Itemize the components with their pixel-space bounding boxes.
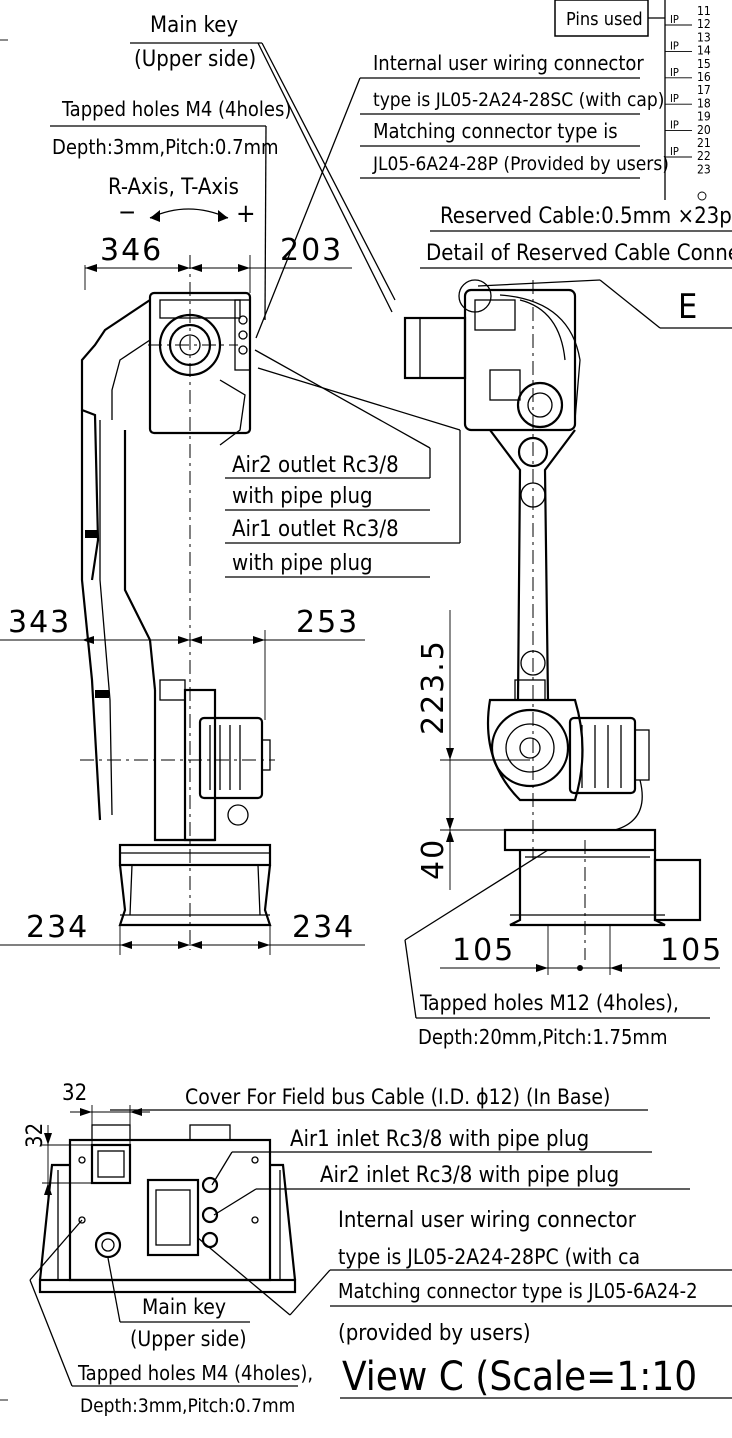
- ground-icon: [697, 191, 707, 201]
- reserved-cable-callout: Reserved Cable:0.5mm ×23pins Detail of R…: [420, 204, 732, 329]
- pin-ip-label: IP: [670, 66, 679, 79]
- pin-number: 23: [697, 162, 711, 176]
- dim-32: 32 32: [23, 1081, 150, 1200]
- view-c-title: View C (Scale=1:10: [342, 1354, 697, 1400]
- dim-203: 203: [280, 233, 343, 268]
- pin-number: 19: [697, 110, 711, 124]
- pin-number: 20: [697, 123, 711, 137]
- air-outlet-callouts: Air2 outlet Rc3/8 with pipe plug Air1 ou…: [225, 349, 461, 578]
- air1-outlet-1: Air1 outlet Rc3/8: [232, 517, 399, 542]
- dim-223-5: 223.5: [416, 639, 451, 735]
- pin-number: 13: [697, 30, 711, 44]
- reserved-cable-label: Reserved Cable:0.5mm ×23pins: [440, 204, 732, 229]
- pin-ip-label: IP: [670, 145, 679, 158]
- dim-346-203: 346 203: [84, 233, 352, 293]
- dim-40: 40: [416, 838, 451, 880]
- dim-346: 346: [100, 233, 163, 268]
- air1-outlet-2: with pipe plug: [232, 551, 373, 576]
- main-key-top-sublabel: (Upper side): [134, 47, 256, 72]
- int-conn-bot-1: Internal user wiring connector: [338, 1208, 637, 1233]
- tapped-m4-top-sublabel: Depth:3mm,Pitch:0.7mm: [52, 135, 279, 159]
- view-c-callouts: Cover For Field bus Cable (I.D. ϕ12) (In…: [29, 1085, 732, 1417]
- air2-inlet-label: Air2 inlet Rc3/8 with pipe plug: [320, 1163, 619, 1188]
- dim-105: 105 105: [440, 925, 723, 975]
- int-conn-top-4: JL05-6A24-28P (Provided by users): [372, 153, 669, 175]
- detail-reserved-label: Detail of Reserved Cable Connector: [426, 241, 732, 266]
- dim-253: 253: [296, 605, 359, 640]
- dim-105-left: 105: [452, 933, 515, 968]
- plus-sign: +: [236, 199, 256, 229]
- pin-number: 17: [697, 83, 711, 97]
- pin-ip-label: IP: [670, 119, 679, 132]
- main-key-top-callout: Main key (Upper side): [130, 13, 396, 313]
- pin-number: 16: [697, 70, 711, 84]
- main-key-top-label: Main key: [150, 13, 238, 38]
- dim-223-5: 223.5 40: [416, 610, 530, 890]
- pins-used-label: Pins used: [566, 9, 643, 30]
- internal-connector-top: Internal user wiring connector type is J…: [255, 51, 669, 339]
- dim-343-253: 343 253: [0, 605, 365, 720]
- air1-inlet-label: Air1 inlet Rc3/8 with pipe plug: [290, 1127, 589, 1152]
- pin-ip-label: IP: [670, 13, 679, 26]
- dim-32-h: 32: [62, 1081, 87, 1106]
- int-conn-top-3: Matching connector type is: [373, 119, 618, 143]
- minus-sign: −: [118, 198, 136, 226]
- pin-number: 11: [697, 4, 711, 18]
- tapped-m4-top-callout: Tapped holes M4 (4holes) Depth:3mm,Pitch…: [50, 97, 291, 321]
- tapped-m4-bot-sublabel: Depth:3mm,Pitch:0.7mm: [80, 1395, 295, 1417]
- dim-32-v: 32: [23, 1123, 48, 1148]
- main-key-bot-sublabel: (Upper side): [130, 1327, 247, 1351]
- robot-side-view-left: [80, 255, 275, 950]
- detail-e-label: E: [678, 287, 697, 327]
- tapped-m12-sublabel: Depth:20mm,Pitch:1.75mm: [418, 1025, 667, 1049]
- int-conn-top-2: type is JL05-2A24-28SC (with cap): [373, 89, 664, 111]
- pin-number: 12: [697, 17, 711, 31]
- pin-ip-label: IP: [670, 92, 679, 105]
- rt-axis-label: R-Axis, T-Axis: [108, 175, 239, 200]
- pin-number: 15: [697, 57, 711, 71]
- pin-number: 21: [697, 136, 711, 150]
- view-c-drawing: [38, 1124, 297, 1294]
- rt-axis-callout: R-Axis, T-Axis − +: [108, 175, 256, 229]
- dim-234-left: 234: [26, 910, 89, 945]
- robot-side-view-right: [403, 280, 702, 960]
- tapped-m12-callout: Tapped holes M12 (4holes), Depth:20mm,Pi…: [404, 849, 710, 1049]
- air2-outlet-1: Air2 outlet Rc3/8: [232, 453, 399, 478]
- int-conn-bot-3: Matching connector type is JL05-6A24-2: [338, 1279, 698, 1303]
- dim-105-right: 105: [660, 933, 723, 968]
- dim-234: 234 234: [0, 910, 365, 955]
- dim-343: 343: [8, 605, 71, 640]
- tapped-m4-top-label: Tapped holes M4 (4holes): [61, 97, 291, 121]
- main-key-bot-label: Main key: [142, 1295, 226, 1319]
- pin-number: 22: [697, 149, 711, 163]
- pin-number: 18: [697, 96, 711, 110]
- int-conn-top-1: Internal user wiring connector: [373, 51, 644, 75]
- air2-outlet-2: with pipe plug: [232, 484, 373, 509]
- pin-ip-label: IP: [670, 39, 679, 52]
- int-conn-bot-4: (provided by users): [338, 1321, 531, 1346]
- cover-fieldbus-label: Cover For Field bus Cable (I.D. ϕ12) (In…: [185, 1085, 610, 1109]
- tapped-m12-label: Tapped holes M12 (4holes),: [419, 991, 679, 1015]
- int-conn-bot-2: type is JL05-2A24-28PC (with ca: [338, 1245, 640, 1269]
- dim-234-right: 234: [292, 910, 355, 945]
- rotation-arrow-icon: [149, 208, 229, 219]
- pin-number: 14: [697, 44, 711, 58]
- tapped-m4-bot-label: Tapped holes M4 (4holes),: [77, 1361, 313, 1385]
